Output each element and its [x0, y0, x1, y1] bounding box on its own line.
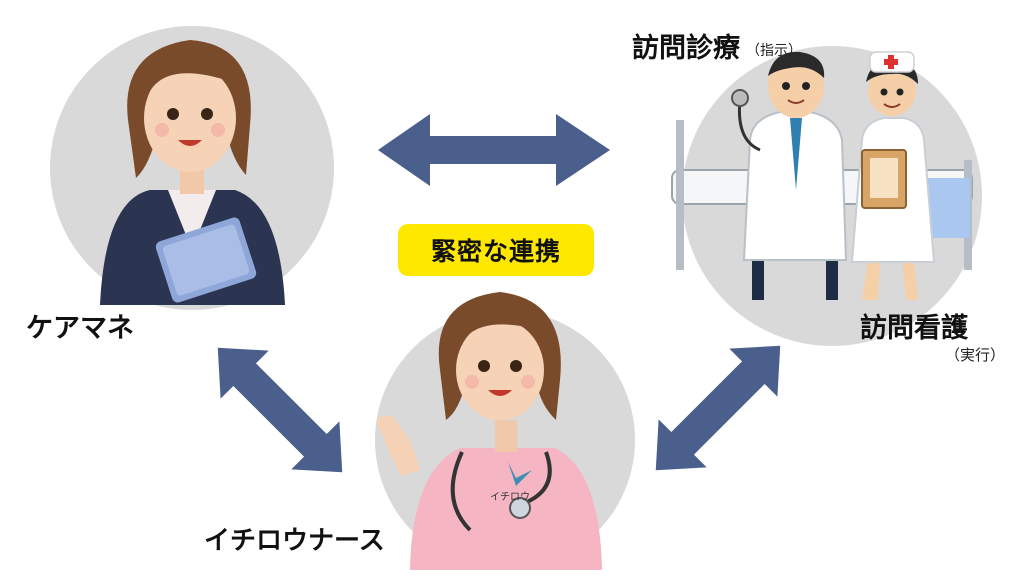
visiting-nurse-illustration	[850, 51, 936, 300]
cooperation-badge: 緊密な連携	[398, 224, 594, 276]
arrow-ichirou-clinic	[655, 345, 781, 471]
doctor-illustration	[731, 51, 848, 300]
nurse-illustration: イチロウ	[376, 292, 602, 570]
ichirou-nurse-label: イチロウナース	[204, 526, 385, 556]
visiting-nursing-sub: （実行）	[945, 346, 1006, 364]
visiting-nursing-label: 訪問看護	[860, 313, 968, 344]
visiting-medical-label: 訪問診療 （指示）	[632, 26, 802, 65]
nurse-logo-text: イチロウ	[490, 491, 530, 503]
visiting-medical-title: 訪問診療	[632, 33, 740, 64]
care-manager-label: ケアマネ	[26, 313, 134, 344]
visiting-medical-sub: （指示）	[746, 43, 802, 59]
care-manager-illustration	[100, 40, 285, 305]
arrow-caremane-ichirou	[217, 347, 343, 473]
arrow-caremane-clinic	[378, 114, 610, 186]
